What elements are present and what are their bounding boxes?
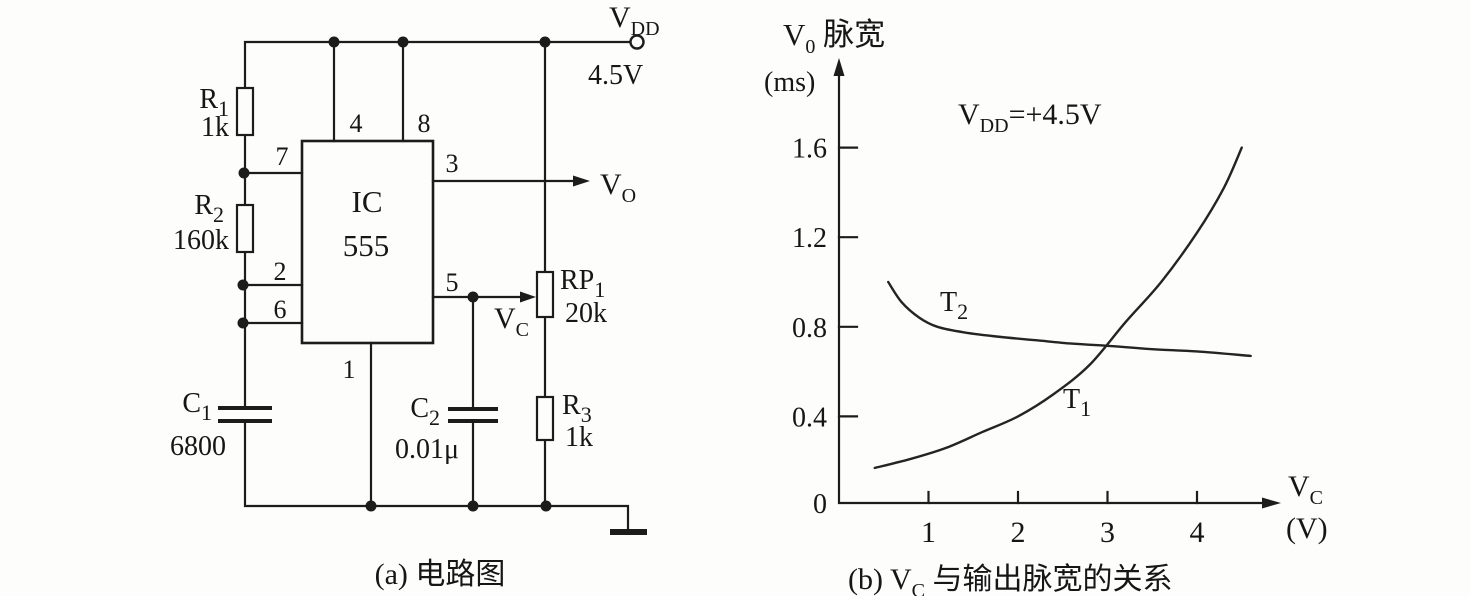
- x-tick-label: 1: [921, 516, 936, 549]
- pin3-label: 3: [446, 149, 459, 178]
- junction-dot: [237, 317, 249, 329]
- ic-model-label: 555: [343, 228, 390, 263]
- x-axis-label: VC: [1288, 470, 1323, 509]
- pin2-label: 2: [274, 257, 287, 286]
- curve-label-T2: T2: [940, 287, 968, 324]
- chart-panel: V0 脉宽 (ms) VDD=+4.5V VC (V) (b) VC 与输出脉宽…: [764, 17, 1328, 596]
- r3-label: R3: [562, 390, 592, 427]
- junction-dot: [237, 279, 249, 291]
- vo-arrowhead-icon: [573, 175, 590, 187]
- vdd-sub: DD: [631, 18, 660, 40]
- resistor-r3-body: [535, 395, 555, 442]
- vc-signal-label: VC: [494, 302, 529, 341]
- junction-dot: [365, 500, 377, 512]
- junction-dot: [539, 36, 551, 48]
- y-tick-label: 0.4: [792, 402, 827, 433]
- y-axis-arrowhead-icon: [833, 58, 845, 76]
- r3-value-label: 1k: [565, 422, 593, 453]
- vdd-base: V: [609, 1, 631, 34]
- x-tick-label: 3: [1100, 516, 1115, 549]
- y-tick-label: 1.6: [792, 134, 827, 165]
- curve-label-sub: 2: [957, 299, 968, 324]
- pin4-label: 4: [350, 109, 363, 138]
- ic-label: IC: [352, 184, 383, 219]
- c1-value-label: 6800: [170, 431, 226, 462]
- curve-label-base: T: [940, 287, 957, 318]
- junction-dots: [237, 36, 552, 512]
- rp1-label: RP1: [560, 265, 605, 302]
- vo-signal-label: VO: [600, 168, 636, 207]
- pin5-label: 5: [446, 268, 459, 297]
- pin7-label: 7: [276, 142, 289, 171]
- y-tick-label: 1.2: [792, 223, 827, 254]
- y-tick-label: 0.8: [792, 313, 827, 344]
- pin1-label: 1: [343, 355, 356, 384]
- junction-dot: [467, 291, 479, 303]
- y-axis-unit-label: (ms): [764, 67, 815, 98]
- y-tick-label: 0: [813, 489, 827, 520]
- r2-label: R2: [194, 190, 224, 227]
- c2-label: C2: [410, 393, 440, 430]
- circuit-wires: [242, 40, 632, 533]
- junction-dot: [467, 500, 479, 512]
- r1-label: R1: [199, 84, 229, 121]
- capacitor-plates: [218, 406, 498, 423]
- rp1-wiper-arrowhead-icon: [520, 291, 536, 303]
- circuit-panel: VDD 4.5V R1 1k R2 160k 7 2 6 4 8 3 5 1 I…: [170, 1, 660, 591]
- rp1-value-label: 20k: [565, 298, 607, 329]
- r2-value-label: 160k: [173, 225, 229, 256]
- vdd-voltage-label: 4.5V: [588, 60, 643, 91]
- vdd-label: VDD: [609, 1, 660, 40]
- chart-title: V0 脉宽: [783, 17, 885, 58]
- pin6-label: 6: [274, 295, 287, 324]
- junction-dot: [238, 167, 250, 179]
- panel-b-caption: (b) VC 与输出脉宽的关系: [848, 563, 1172, 596]
- curve-label-sub: 1: [1080, 396, 1091, 421]
- x-axis-arrowhead-icon: [1262, 497, 1281, 509]
- curve-T2: [887, 280, 1252, 358]
- resistor-r1-body: [235, 86, 255, 137]
- potentiometer-rp1-body: [535, 270, 555, 319]
- r1-value-label: 1k: [201, 112, 229, 143]
- curve-label-base: T: [1063, 384, 1080, 415]
- pin8-label: 8: [418, 109, 431, 138]
- c2-value-label: 0.01μ: [395, 434, 459, 465]
- curve-T1: [873, 146, 1243, 470]
- x-tick-label: 4: [1190, 516, 1205, 549]
- panel-a-caption: (a) 电路图: [375, 558, 506, 591]
- resistor-r2-body: [235, 203, 255, 254]
- chart-axes: [837, 72, 1268, 505]
- curve-label-T1: T1: [1063, 384, 1091, 421]
- chart-annotation: VDD=+4.5V: [958, 98, 1102, 137]
- vdd-terminal-icon: [629, 34, 645, 50]
- x-axis-unit-label: (V): [1286, 512, 1328, 545]
- c1-label: C1: [182, 388, 212, 425]
- ic-555-box: [300, 139, 435, 345]
- junction-dot: [328, 36, 340, 48]
- x-tick-label: 2: [1011, 516, 1026, 549]
- junction-dot: [397, 36, 409, 48]
- junction-dot: [540, 500, 552, 512]
